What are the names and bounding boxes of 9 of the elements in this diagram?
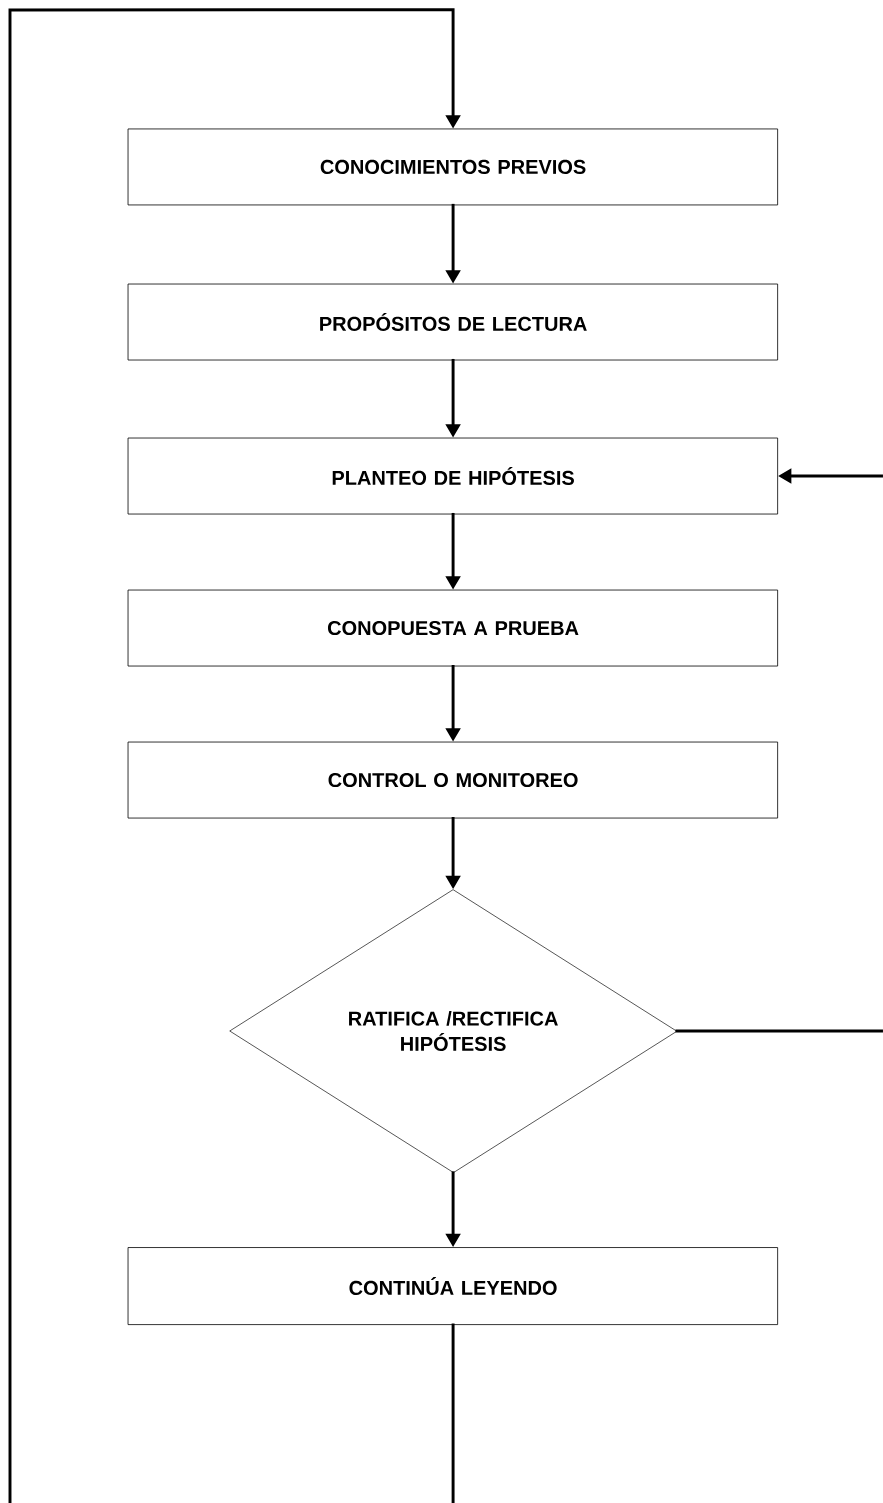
process-box: CONOPUESTA A PRUEBA xyxy=(128,589,779,667)
loop-arrow xyxy=(8,8,461,1503)
process-box: CONTINÚA LEYENDO xyxy=(128,1247,779,1325)
process-box: CONTROL O MONITOREO xyxy=(128,741,779,819)
line xyxy=(675,1029,883,1033)
process-box: CONOCIMIENTOS PREVIOS xyxy=(128,128,779,206)
process-box: PLANTEO DE HIPÓTESIS xyxy=(128,437,779,515)
process-box: PROPÓSITOS DE LECTURA xyxy=(128,283,779,361)
line xyxy=(451,1323,455,1503)
